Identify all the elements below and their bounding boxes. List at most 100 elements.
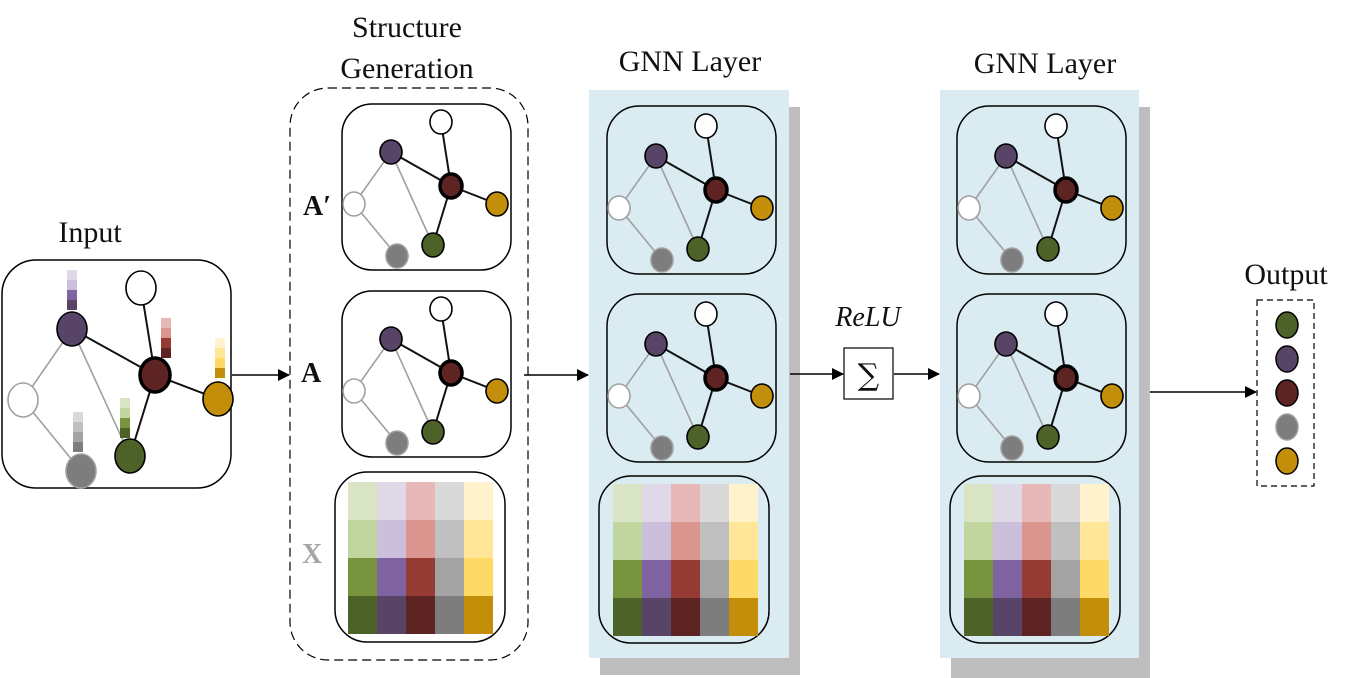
matrix-cell — [993, 560, 1022, 598]
output-label: Output — [1244, 258, 1328, 291]
matrix-cell — [1080, 484, 1109, 522]
sum-box — [843, 347, 894, 400]
a-graph — [342, 296, 509, 456]
gnn2-feature-matrix — [964, 484, 1109, 636]
feature-bar-olive — [120, 428, 130, 438]
edge-purple-olive — [1005, 343, 1049, 438]
matrix-cell — [729, 560, 758, 598]
node-white_top — [125, 270, 157, 306]
node-maroon — [138, 356, 172, 394]
feature-bar-maroon — [161, 338, 171, 348]
output-node-gray — [1275, 413, 1299, 441]
node-white_left — [7, 382, 39, 418]
matrix-cell — [642, 560, 671, 598]
gnn1-feature-matrix — [613, 484, 758, 636]
node-white_top — [429, 296, 453, 322]
matrix-cell — [406, 558, 435, 596]
matrix-cell — [993, 484, 1022, 522]
matrix-cell — [993, 598, 1022, 636]
matrix-cell — [348, 596, 377, 634]
matrix-cell — [435, 482, 464, 520]
node-gray — [65, 453, 97, 489]
label-a-prime: A′ — [303, 191, 331, 222]
matrix-cell — [642, 522, 671, 560]
matrix-cell — [406, 520, 435, 558]
edge-purple-olive — [1005, 155, 1049, 250]
output-node-gold — [1275, 447, 1299, 475]
label-a: A — [301, 358, 322, 389]
matrix-cell — [700, 484, 729, 522]
matrix-cell — [377, 596, 406, 634]
feature-bar-maroon — [161, 318, 171, 328]
matrix-cell — [348, 482, 377, 520]
feature-bar-maroon — [161, 328, 171, 338]
node-gold — [1100, 195, 1124, 221]
node-olive — [421, 232, 445, 258]
matrix-cell — [642, 484, 671, 522]
matrix-cell — [700, 522, 729, 560]
matrix-cell — [1080, 598, 1109, 636]
matrix-cell — [671, 560, 700, 598]
matrix-cell — [729, 484, 758, 522]
feature-bar-purple — [67, 300, 77, 310]
node-gray — [1000, 435, 1024, 461]
node-gold — [750, 383, 774, 409]
feature-bar-purple — [67, 290, 77, 300]
node-white_left — [957, 383, 981, 409]
feature-bar-purple — [67, 270, 77, 280]
feature-bar-gold — [215, 338, 225, 348]
matrix-cell — [377, 520, 406, 558]
structure-generation-label-line1: Structure — [352, 11, 462, 44]
feature-bar-olive — [120, 418, 130, 428]
matrix-cell — [642, 598, 671, 636]
edge-purple-olive — [655, 155, 699, 250]
sum-symbol: ∑ — [858, 358, 880, 393]
matrix-cell — [435, 520, 464, 558]
matrix-cell — [613, 522, 642, 560]
gnn1-graph-top — [607, 113, 774, 273]
matrix-cell — [406, 596, 435, 634]
node-white_left — [607, 383, 631, 409]
matrix-cell — [671, 598, 700, 636]
matrix-cell — [964, 598, 993, 636]
matrix-cell — [348, 520, 377, 558]
matrix-cell — [464, 558, 493, 596]
gnn-layer-2-label: GNN Layer — [974, 47, 1116, 80]
node-white_left — [957, 195, 981, 221]
gnn2-graph-top — [957, 113, 1124, 273]
node-maroon — [1053, 176, 1079, 204]
output-node-olive — [1275, 311, 1299, 339]
matrix-cell — [377, 482, 406, 520]
matrix-cell — [613, 484, 642, 522]
node-olive — [114, 438, 146, 474]
matrix-cell — [1080, 522, 1109, 560]
node-gold — [485, 191, 509, 217]
feature-bar-gray — [73, 412, 83, 422]
node-white_left — [342, 191, 366, 217]
feature-bar-gold — [215, 348, 225, 358]
gnn1-graph-mid — [607, 301, 774, 461]
matrix-cell — [464, 482, 493, 520]
node-gray — [650, 435, 674, 461]
matrix-cell — [613, 560, 642, 598]
node-olive — [686, 424, 710, 450]
node-white_top — [694, 301, 718, 327]
edge-purple-olive — [390, 151, 434, 246]
node-white_top — [1044, 113, 1068, 139]
edge-purple-olive — [390, 338, 434, 433]
matrix-cell — [1051, 522, 1080, 560]
matrix-cell — [1022, 598, 1051, 636]
matrix-cell — [464, 520, 493, 558]
matrix-cell — [1022, 522, 1051, 560]
output-node-purple — [1275, 345, 1299, 373]
matrix-cell — [729, 522, 758, 560]
feature-bar-gray — [73, 432, 83, 442]
matrix-cell — [1080, 560, 1109, 598]
matrix-cell — [1022, 560, 1051, 598]
node-olive — [1036, 236, 1060, 262]
node-maroon — [438, 359, 464, 387]
feature-bar-gray — [73, 442, 83, 452]
feature-bar-olive — [120, 398, 130, 408]
x-feature-matrix — [348, 482, 493, 634]
matrix-cell — [993, 522, 1022, 560]
